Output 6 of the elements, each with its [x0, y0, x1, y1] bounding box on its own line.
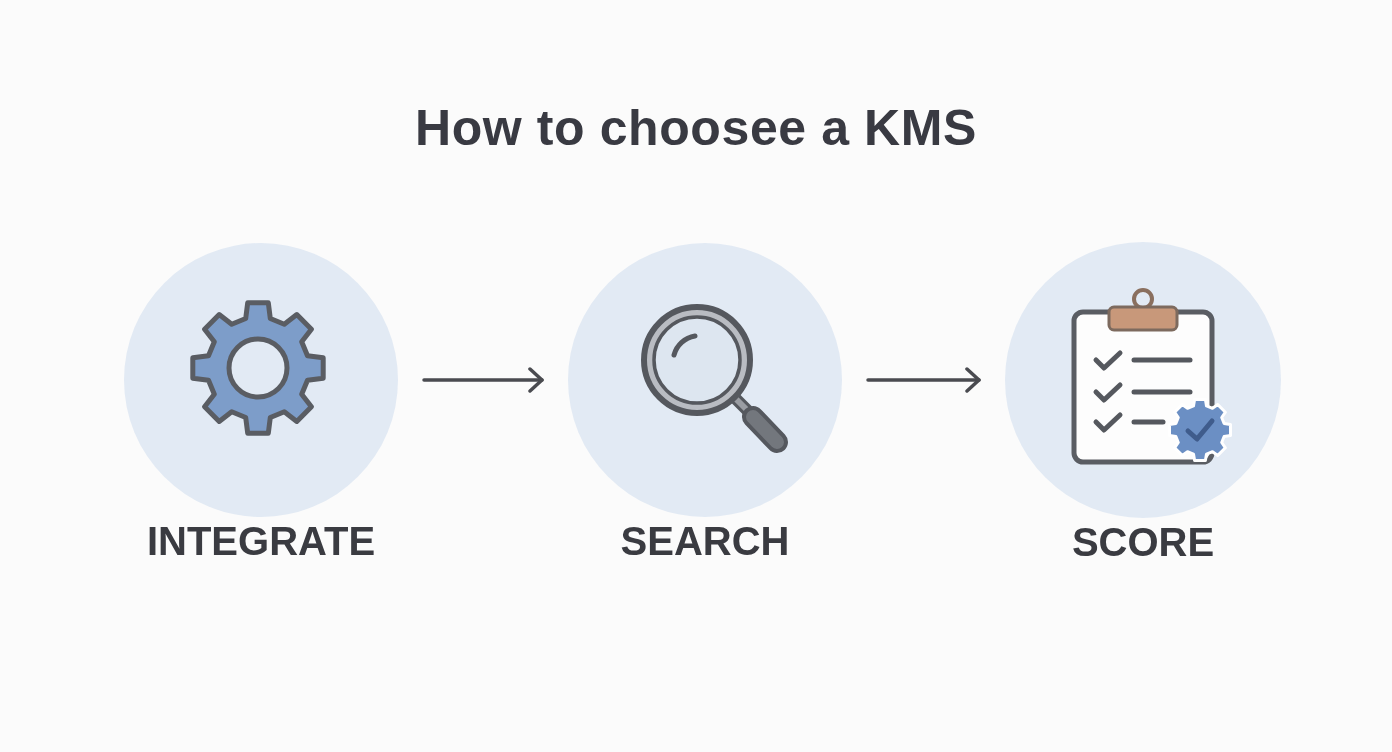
- step-label: SCORE: [1071, 519, 1215, 566]
- step-label: INTEGRATE: [146, 518, 376, 565]
- arrow: [422, 367, 544, 393]
- arrow: [866, 367, 981, 393]
- diagram-title: How to choosee a KMS: [414, 99, 978, 158]
- step-label: SEARCH: [620, 518, 790, 565]
